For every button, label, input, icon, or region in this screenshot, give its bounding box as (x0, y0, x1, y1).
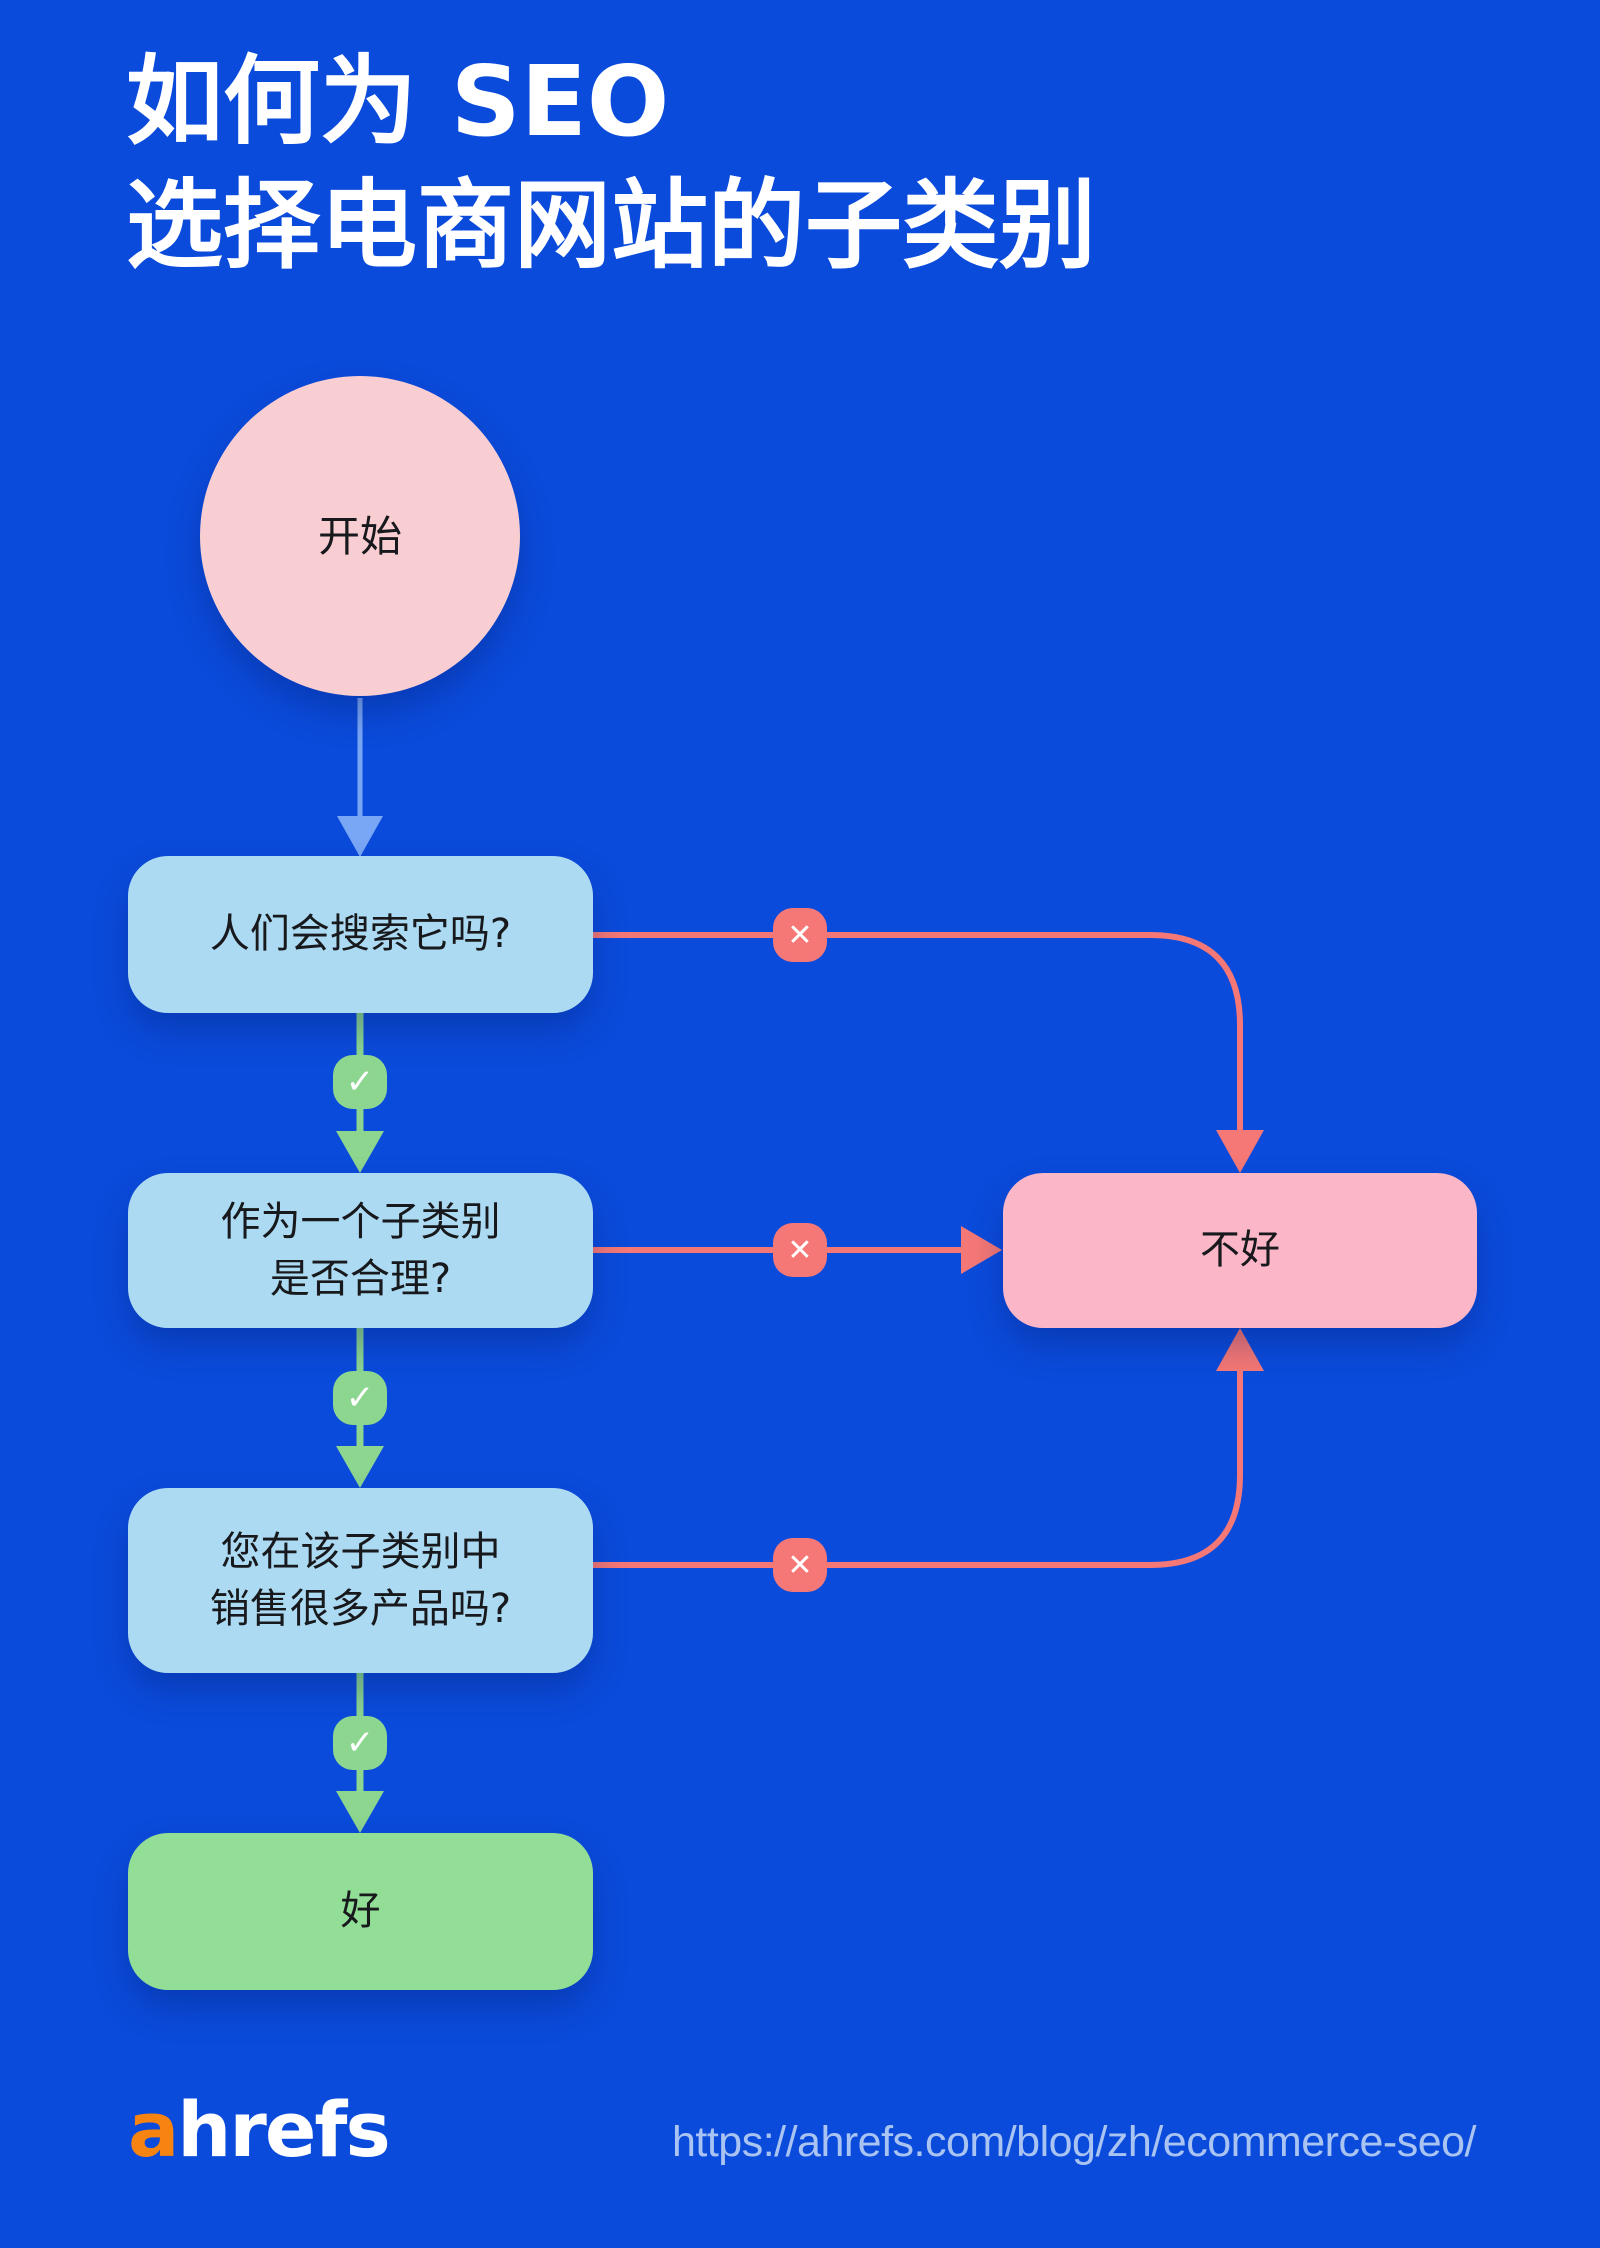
node-start: 开始 (200, 376, 520, 696)
x-icon: ✕ (773, 1223, 827, 1277)
x-glyph: ✕ (787, 1232, 813, 1268)
node-question-many-products: 您在该子类别中 销售很多产品吗? (128, 1488, 593, 1673)
check-glyph: ✓ (345, 1378, 375, 1418)
node-good-outcome-label: 好 (340, 1888, 381, 1934)
arrow-q1-to-bad (593, 932, 1264, 1173)
node-bad-outcome: 不好 (1003, 1173, 1477, 1328)
ahrefs-logo: ahrefs (128, 2085, 391, 2174)
arrow-start-to-q1 (337, 698, 383, 857)
page-title-line1: 如何为 SEO (126, 45, 670, 158)
x-icon: ✕ (773, 908, 827, 962)
check-icon: ✓ (333, 1055, 387, 1109)
check-glyph: ✓ (345, 1062, 375, 1102)
check-icon: ✓ (333, 1716, 387, 1770)
node-question-subcategory-sense: 作为一个子类别 是否合理? (128, 1173, 593, 1328)
arrow-q3-to-bad (593, 1328, 1264, 1568)
node-question-many-products-label: 您在该子类别中 销售很多产品吗? (209, 1528, 512, 1632)
node-question-search-demand-label: 人们会搜索它吗? (209, 911, 512, 957)
x-icon: ✕ (773, 1538, 827, 1592)
node-question-search-demand: 人们会搜索它吗? (128, 856, 593, 1013)
source-url: https://ahrefs.com/blog/zh/ecommerce-seo… (671, 2118, 1477, 2166)
check-icon: ✓ (333, 1371, 387, 1425)
x-glyph: ✕ (787, 917, 813, 953)
node-start-label: 开始 (317, 511, 402, 561)
check-glyph: ✓ (345, 1723, 375, 1763)
node-good-outcome: 好 (128, 1833, 593, 1990)
node-question-subcategory-sense-label: 作为一个子类别 是否合理? (220, 1198, 501, 1302)
x-glyph: ✕ (787, 1547, 813, 1583)
ahrefs-logo-hrefs: hrefs (177, 2085, 390, 2174)
page-title-line2: 选择电商网站的子类别 (126, 169, 1096, 282)
ahrefs-logo-a: a (128, 2085, 179, 2174)
node-bad-outcome-label: 不好 (1200, 1227, 1280, 1273)
